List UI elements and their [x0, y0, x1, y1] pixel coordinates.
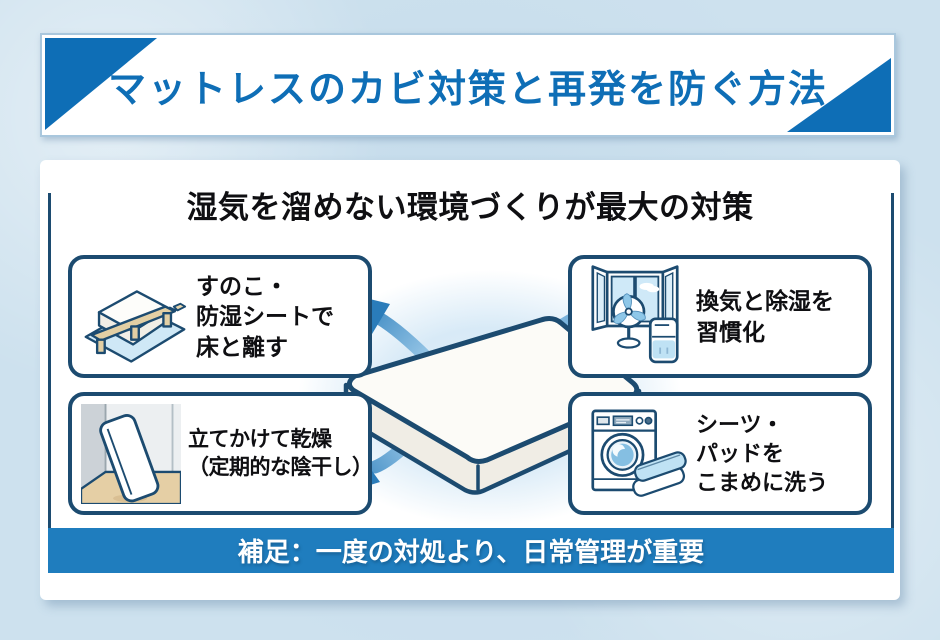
tip-card-slatted-base: すのこ・ 防湿シートで 床と離す: [68, 255, 372, 378]
content-card: 湿気を溜めない環境づくりが最大の対策: [40, 160, 900, 600]
footer-note-text: 補足：一度の対処より、日常管理が重要: [237, 537, 705, 567]
slatted-base-mattress-icon: [80, 264, 190, 370]
footer-note-bar: 補足：一度の対処より、日常管理が重要: [48, 528, 894, 573]
tip-card-lean-dry: 立てかけて乾燥 （定期的な陰干し）: [68, 392, 373, 515]
tip-card-ventilation: 換気と除湿を 習慣化: [568, 255, 872, 378]
right-frame-line: [891, 193, 894, 528]
page-title: マットレスのカビ対策と再発を防ぐ方法: [107, 68, 828, 111]
left-frame-line: [48, 193, 51, 528]
section-heading: 湿気を溜めない環境づくりが最大の対策: [186, 190, 754, 225]
tip-card-wash-sheets: シーツ・パッドを こまめに洗う: [568, 392, 872, 515]
tip-text: 換気と除湿を 習慣化: [696, 288, 834, 345]
tip-text: シーツ・パッドを こまめに洗う: [696, 411, 829, 496]
title-banner: マットレスのカビ対策と再発を防ぐ方法: [40, 33, 896, 137]
leaning-mattress-icon: [80, 401, 182, 507]
tip-text: すのこ・ 防湿シートで 床と離す: [196, 272, 334, 360]
window-fan-dehumidifier-icon: [580, 264, 690, 370]
tip-text: 立てかけて乾燥 （定期的な陰干し）: [188, 427, 373, 479]
washing-machine-sheets-icon: [580, 401, 690, 507]
